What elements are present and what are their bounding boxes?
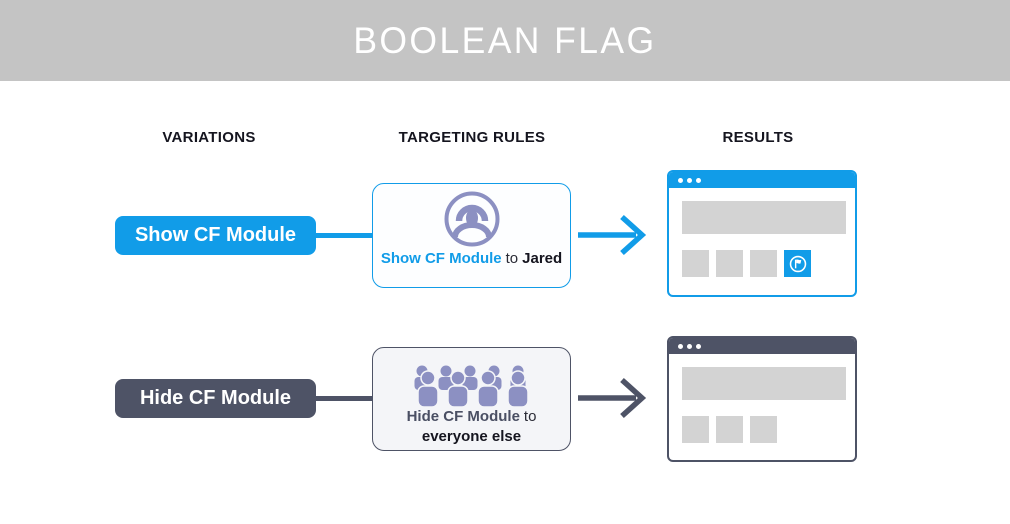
browser-content (669, 188, 855, 277)
placeholder-tile (750, 250, 777, 277)
placeholder-tile (682, 250, 709, 277)
connector-line-show (314, 233, 374, 238)
rule-audience: everyone else (421, 428, 522, 445)
window-dot-icon (687, 343, 692, 349)
window-dot-icon (696, 343, 701, 349)
column-header-variations: VARIATIONS (162, 129, 256, 146)
browser-content (669, 354, 855, 443)
rule-connector-word: to (505, 250, 519, 267)
banner: BOOLEAN FLAG (0, 0, 1010, 81)
placeholder-tile (716, 250, 743, 277)
placeholder-tile (750, 416, 777, 443)
variation-button-label: Hide CF Module (139, 387, 292, 409)
rule-flag-name: Show CF Module (380, 250, 502, 267)
single-user-icon (442, 189, 502, 249)
rule-flag-name: Hide CF Module (406, 408, 520, 425)
tile-row (682, 416, 844, 443)
variation-button-show-cf-module[interactable]: Show CF Module (115, 216, 316, 255)
column-header-targeting-rules: TARGETING RULES (398, 129, 546, 146)
window-dot-icon (687, 177, 692, 183)
page-title: BOOLEAN FLAG (353, 19, 657, 61)
window-dot-icon (678, 177, 683, 183)
rule-audience: Jared (522, 250, 563, 267)
connector-line-hide (314, 396, 374, 401)
arrow-icon-hide (578, 376, 652, 425)
window-dot-icon (678, 343, 683, 349)
result-browser-hide (667, 336, 857, 462)
column-header-results: RESULTS (722, 129, 794, 146)
placeholder-tile (716, 416, 743, 443)
window-dot-icon (696, 177, 701, 183)
tile-row (682, 250, 844, 277)
browser-titlebar (669, 338, 855, 354)
cf-module-flag-icon (784, 250, 811, 277)
crowd-icon (407, 363, 537, 408)
content-placeholder-bar (682, 201, 846, 234)
variation-button-hide-cf-module[interactable]: Hide CF Module (115, 379, 316, 418)
result-browser-show (667, 170, 857, 297)
arrow-icon-show (578, 213, 652, 262)
variation-button-label: Show CF Module (134, 224, 297, 246)
content-placeholder-bar (682, 367, 846, 400)
browser-titlebar (669, 172, 855, 188)
placeholder-tile (682, 416, 709, 443)
rule-connector-word: to (523, 408, 537, 425)
